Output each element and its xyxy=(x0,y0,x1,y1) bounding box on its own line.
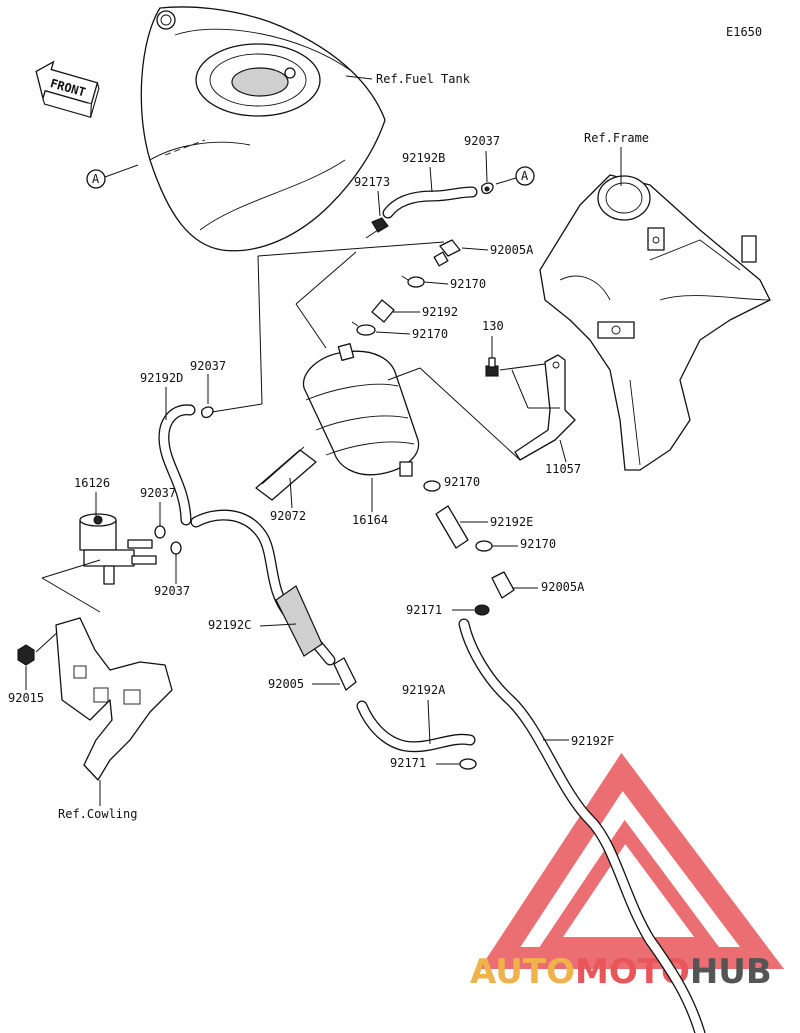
fuel-tank xyxy=(140,6,386,252)
canister-16164 xyxy=(302,343,420,477)
watermark-logo xyxy=(479,752,785,969)
label-92005a-top: 92005A xyxy=(490,243,534,257)
bracket-11057 xyxy=(514,354,576,461)
clip-92037-top xyxy=(481,182,494,195)
label-92015: 92015 xyxy=(8,691,44,705)
label-92170-2: 92170 xyxy=(412,327,448,341)
connector-a-right-label: A xyxy=(521,169,529,183)
clip-92037-v1 xyxy=(154,525,166,539)
label-92192b: 92192B xyxy=(402,151,445,165)
label-92170-3: 92170 xyxy=(444,475,480,489)
connector-a-left-label: A xyxy=(92,172,100,186)
tube-92192 xyxy=(371,299,395,323)
hose-92192b xyxy=(382,186,478,219)
clip-92037-v2 xyxy=(170,541,182,555)
label-11057: 11057 xyxy=(545,462,581,476)
connector-a-left xyxy=(86,169,106,189)
label-92170-4: 92170 xyxy=(520,537,556,551)
label-16126: 16126 xyxy=(74,476,110,490)
label-92005a-bottom: 92005A xyxy=(541,580,585,594)
bolt-130 xyxy=(485,357,499,377)
valve-16126 xyxy=(79,513,157,585)
frame xyxy=(539,174,771,471)
clamp-92171-2 xyxy=(459,758,477,770)
clamp-92171-1 xyxy=(474,604,490,616)
clamp-92170-2 xyxy=(351,321,376,336)
hose-92192f xyxy=(458,618,706,1033)
connector-a-right xyxy=(515,166,535,186)
label-92192c: 92192C xyxy=(208,618,251,632)
label-92037-v2: 92037 xyxy=(154,584,190,598)
hose-92192d xyxy=(158,404,196,526)
cap-92173 xyxy=(371,217,389,233)
label-92170-1: 92170 xyxy=(450,277,486,291)
watermark-triangle-outer xyxy=(479,752,785,969)
fitting-92005a-top xyxy=(433,239,461,267)
hose-92192c xyxy=(190,509,336,666)
label-92037-v1: 92037 xyxy=(140,486,176,500)
cowling-bracket xyxy=(55,617,173,781)
label-16164: 16164 xyxy=(352,513,388,527)
diagram-code: E1650 xyxy=(726,25,762,39)
label-92037-top: 92037 xyxy=(464,134,500,148)
watermark-hub: HUB xyxy=(690,952,772,992)
label-92173: 92173 xyxy=(354,175,390,189)
band-92072 xyxy=(255,446,317,501)
tube-92192e xyxy=(435,505,469,549)
label-92072: 92072 xyxy=(270,509,306,523)
fitting-92005 xyxy=(333,657,357,691)
label-92192f: 92192F xyxy=(571,734,614,748)
label-92005: 92005 xyxy=(268,677,304,691)
front-arrow: FRONT xyxy=(35,60,100,118)
watermark-triangle-inner xyxy=(536,819,722,951)
label-92192: 92192 xyxy=(422,305,458,319)
nut-92015 xyxy=(17,644,35,666)
fitting-92005a-bottom xyxy=(491,571,515,599)
ref-fuel-tank: Ref.Fuel Tank xyxy=(376,72,471,86)
clamp-92170-4 xyxy=(475,540,493,552)
label-92171-1: 92171 xyxy=(406,603,442,617)
hose-92192a xyxy=(356,700,476,753)
watermark-text: AUTOMOTOHUB xyxy=(470,952,772,992)
label-92192d: 92192D xyxy=(140,371,183,385)
ref-cowling: Ref.Cowling xyxy=(58,807,137,821)
label-130: 130 xyxy=(482,319,504,333)
label-92171-2: 92171 xyxy=(390,756,426,770)
ref-frame: Ref.Frame xyxy=(584,131,649,145)
clip-92037-d xyxy=(201,406,214,419)
label-92037-d: 92037 xyxy=(190,359,226,373)
label-92192e: 92192E xyxy=(490,515,533,529)
label-92192a: 92192A xyxy=(402,683,446,697)
clamp-92170-1 xyxy=(401,275,425,288)
clamp-92170-3 xyxy=(423,480,441,492)
watermark-auto: AUTO xyxy=(470,952,575,992)
